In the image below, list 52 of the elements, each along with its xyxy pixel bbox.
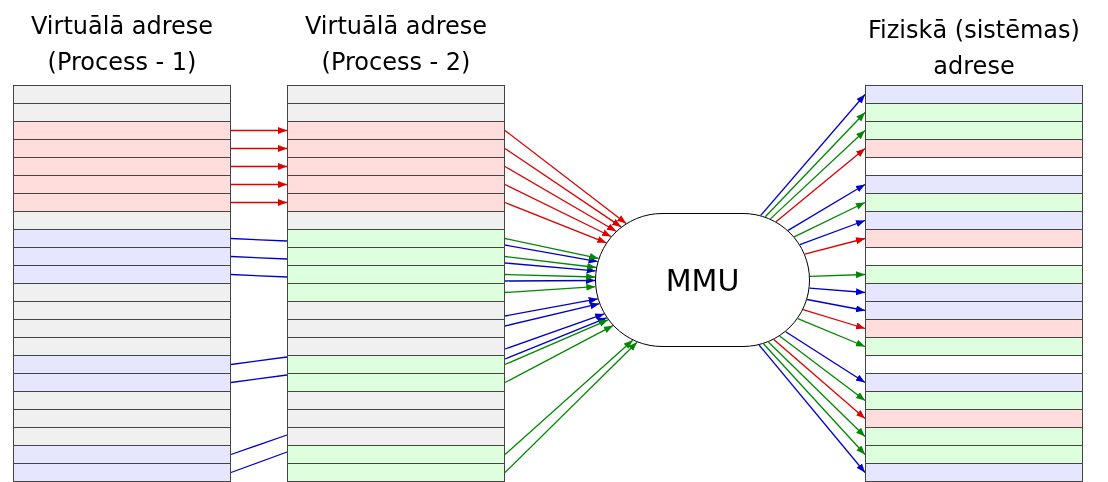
arrow <box>767 341 866 438</box>
mmu-box <box>595 213 810 347</box>
arrow <box>504 183 612 238</box>
column-heading: Fiziskā (sistēmas) adrese <box>867 15 1081 82</box>
arrow <box>785 331 866 384</box>
memory-page-row <box>865 463 1083 482</box>
arrow <box>775 147 866 223</box>
arrow <box>762 343 866 456</box>
arrow <box>504 237 600 260</box>
arrow <box>504 129 627 225</box>
arrow <box>230 163 288 170</box>
arrow <box>504 147 622 228</box>
mmu-label: MMU <box>665 262 740 298</box>
arrow <box>799 219 866 246</box>
arrow <box>504 341 638 474</box>
arrow <box>504 317 608 360</box>
arrow <box>504 244 599 264</box>
arrow <box>758 344 866 474</box>
arrow <box>802 309 866 330</box>
column-heading: Virtuālā adrese (Process - 1) <box>29 11 215 78</box>
arrow <box>760 93 866 217</box>
arrow <box>808 287 866 296</box>
arrow <box>793 201 866 238</box>
arrow <box>504 283 596 294</box>
arrow <box>504 255 597 270</box>
column-heading: Virtuālā adrese (Process - 2) <box>303 11 489 78</box>
arrow <box>230 127 288 134</box>
arrow <box>504 325 614 384</box>
arrow <box>504 302 600 327</box>
arrow <box>230 199 288 206</box>
arrow <box>504 313 605 350</box>
arrow <box>764 111 866 218</box>
memory-page-row <box>13 463 231 482</box>
arrow <box>778 335 866 402</box>
arrow <box>504 277 596 285</box>
arrow <box>504 273 596 281</box>
arrow <box>769 129 866 220</box>
arrow <box>504 262 597 274</box>
arrow <box>804 237 866 255</box>
arrow <box>504 165 617 232</box>
arrow <box>787 183 866 232</box>
arrow <box>504 201 607 244</box>
arrow <box>773 338 866 420</box>
arrow <box>504 297 599 317</box>
arrow <box>230 181 288 188</box>
arrow <box>504 319 609 366</box>
arrow <box>797 317 866 348</box>
arrow <box>806 298 866 313</box>
memory-page-row <box>287 463 505 482</box>
arrow <box>504 339 634 456</box>
arrow <box>230 145 288 152</box>
arrow <box>809 271 866 279</box>
